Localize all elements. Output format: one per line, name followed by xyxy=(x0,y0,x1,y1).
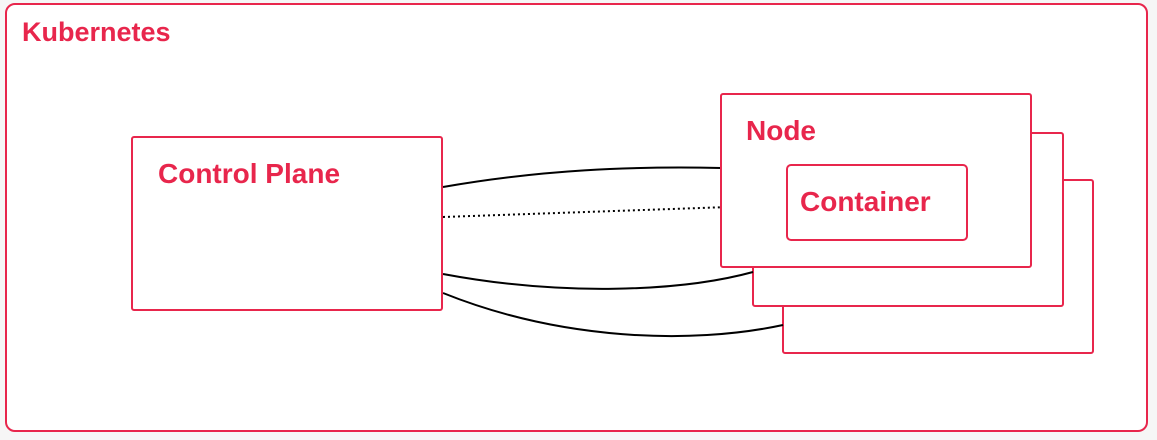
container-label: Container xyxy=(800,186,931,217)
node-box: Node Container xyxy=(720,93,1032,268)
node-label: Node xyxy=(746,115,816,146)
kubernetes-title: Kubernetes xyxy=(22,17,171,47)
container-box: Container xyxy=(786,164,968,241)
control-plane-box: Control Plane xyxy=(131,136,443,311)
control-plane-label: Control Plane xyxy=(158,158,341,189)
